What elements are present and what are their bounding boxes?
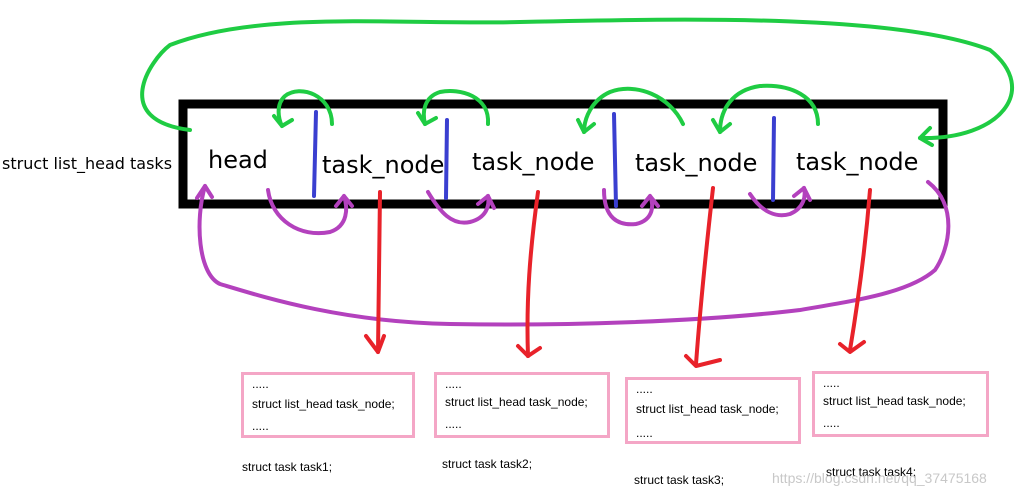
- node-dividers: [312, 110, 776, 208]
- struct-task1-box: ..... struct list_head task_node; .....: [241, 372, 415, 438]
- struct-dots-top: .....: [252, 377, 269, 391]
- struct-field: struct list_head task_node;: [445, 395, 588, 409]
- struct-dots-bottom: .....: [636, 426, 653, 440]
- watermark: https://blog.csdn.net/qq_37475168: [772, 470, 987, 486]
- struct-task4-box: ..... struct list_head task_node; .....: [812, 371, 989, 437]
- struct-field: struct list_head task_node;: [252, 397, 395, 411]
- struct-dots-bottom: .....: [252, 419, 269, 433]
- struct-task1-caption: struct task task1;: [242, 460, 333, 474]
- struct-dots-top: .....: [823, 376, 840, 390]
- prev-pointer-arrows: [195, 180, 951, 327]
- struct-dots-top: .....: [636, 382, 653, 396]
- struct-task2-box: ..... struct list_head task_node; .....: [434, 372, 610, 438]
- node-label-task-node-3: task_node: [635, 149, 758, 177]
- struct-task2-caption: struct task task2;: [442, 457, 533, 471]
- wraparound-prev-arrow: [197, 180, 951, 327]
- struct-task3-caption: struct task task3;: [634, 473, 725, 487]
- node-label-task-node-1: task_node: [322, 151, 445, 179]
- list-frame: [178, 99, 948, 209]
- wraparound-next-arrow: [140, 17, 1014, 141]
- struct-task4-caption: struct task task4;: [826, 465, 917, 479]
- list-head-type-label: struct list_head tasks: [2, 154, 173, 173]
- next-pointer-arrows: [140, 17, 1014, 147]
- struct-dots-bottom: .....: [445, 417, 462, 431]
- struct-dots-bottom: .....: [823, 416, 840, 430]
- struct-task3-box: ..... struct list_head task_node; .....: [625, 377, 801, 444]
- node-label-task-node-2: task_node: [472, 148, 595, 176]
- struct-field: struct list_head task_node;: [636, 402, 779, 416]
- node-label-head: head: [208, 146, 268, 174]
- struct-field: struct list_head task_node;: [823, 394, 966, 408]
- container-pointer-arrows: [364, 186, 872, 368]
- struct-dots-top: .....: [445, 377, 462, 391]
- node-label-task-node-4: task_node: [796, 148, 919, 176]
